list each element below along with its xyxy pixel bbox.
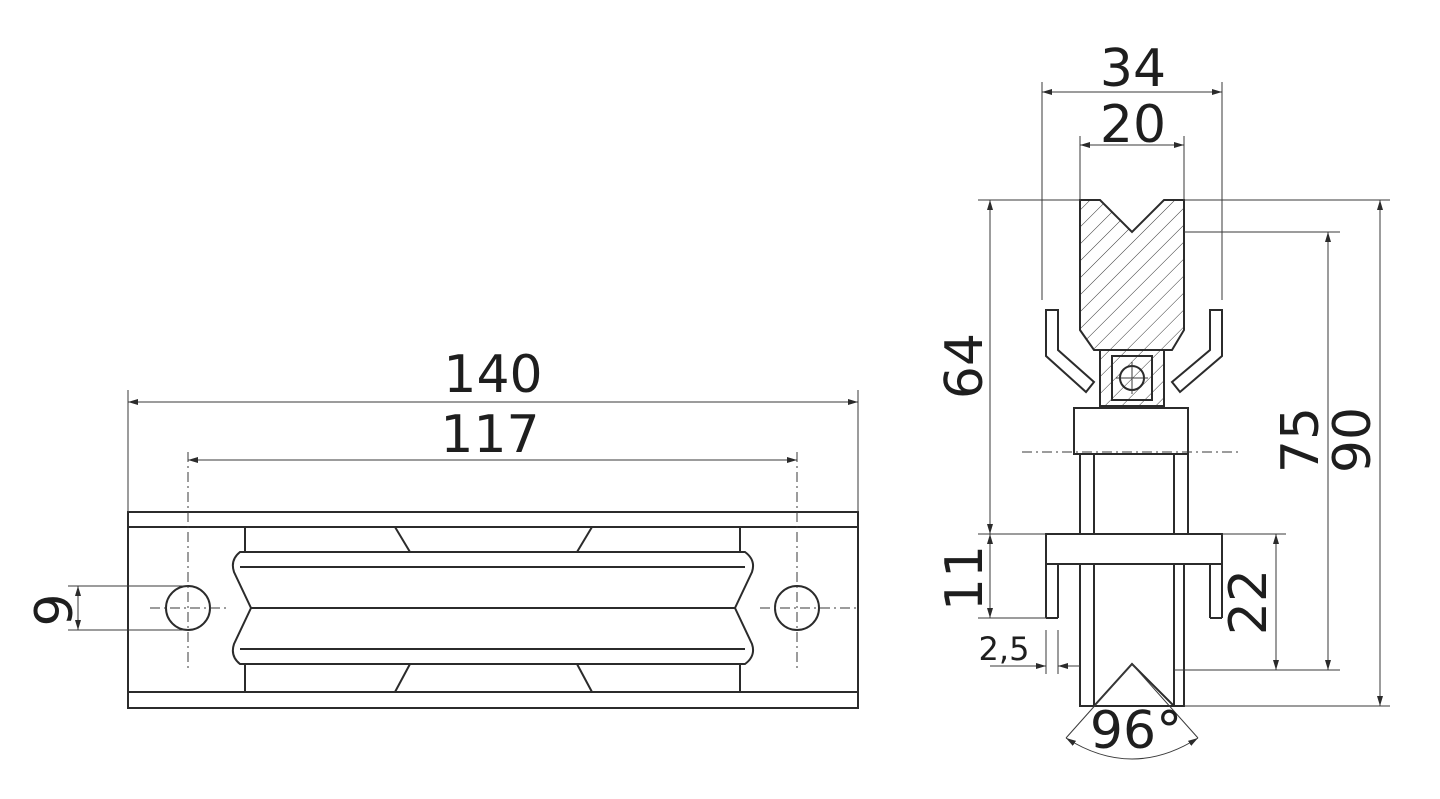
dim-90-label: 90 (1323, 407, 1383, 473)
dim-140-label: 140 (443, 345, 542, 405)
dim-11-label: 11 (935, 545, 995, 611)
dim-75-label: 75 (1271, 407, 1331, 473)
bracket-left (1045, 309, 1096, 394)
dim-20-label: 20 (1100, 95, 1166, 155)
dim-22-label: 22 (1219, 569, 1279, 635)
bracket-right (1170, 309, 1223, 394)
front-view: 140 117 9 (25, 345, 859, 709)
side-base-plate (1045, 533, 1223, 565)
dim-angle-label: 96° (1090, 701, 1182, 761)
side-view: 34 20 64 11 2,5 75 90 22 (935, 39, 1390, 761)
v-wheel (231, 526, 755, 693)
dim-117-label: 117 (440, 405, 539, 465)
bearing (1099, 349, 1165, 407)
dim-34-label: 34 (1100, 39, 1166, 99)
wheel-section (1079, 199, 1185, 351)
dim-64-label: 64 (935, 333, 995, 399)
dim-2-5-label: 2,5 (979, 630, 1030, 668)
dim-9-label: 9 (25, 593, 85, 626)
base-plate (127, 511, 859, 709)
